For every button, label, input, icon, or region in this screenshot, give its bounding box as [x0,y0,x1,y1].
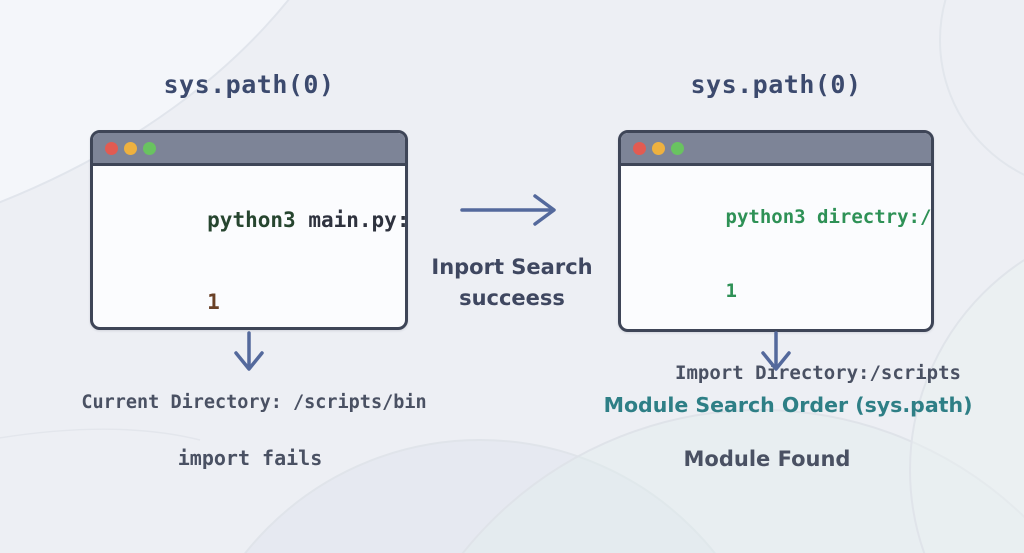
right-title: sys.path(0) [690,70,862,99]
window-titlebar [93,133,405,166]
code-line: 1 [106,262,405,327]
code-token: main.py: [308,208,408,233]
terminal-content-left: python3 main.py:inside: 1 [93,166,405,327]
close-button-dot[interactable] [105,141,118,155]
code-token: python3 directry:/scripts" [725,205,932,228]
window-titlebar [621,133,931,166]
code-token: 1 [207,290,220,315]
terminal-window-right: python3 directry:/scripts" 1 [618,130,934,332]
right-subcaption: Module Search Order (sys.path) [603,393,973,417]
center-arrow-label-line2: succeess [459,286,565,310]
maximize-button-dot[interactable] [671,141,684,155]
minimize-button-dot[interactable] [652,141,665,155]
terminal-window-left: python3 main.py:inside: 1 [90,130,408,330]
arrow-right-icon [460,194,556,226]
terminal-content-right: python3 directry:/scripts" 1 [621,166,931,328]
left-title: sys.path(0) [163,70,335,99]
code-line: 1 [634,254,931,328]
left-caption: Current Directory: /scripts/bin [81,392,427,413]
code-token: 1 [725,279,737,302]
right-caption: Import Directory:/scripts [675,362,961,384]
center-arrow-label: Inport Search succeess [431,252,592,314]
code-token: python3 [207,208,309,233]
arrow-down-left-icon [234,331,264,371]
minimize-button-dot[interactable] [124,141,137,155]
left-result-label: import fails [177,446,323,470]
code-line: python3 directry:/scripts" [634,180,931,254]
right-result-label: Module Found [683,447,851,471]
center-arrow-label-line1: Inport Search [431,255,593,279]
close-button-dot[interactable] [633,141,646,155]
code-line: python3 main.py:inside: [106,180,405,262]
maximize-button-dot[interactable] [143,141,156,155]
